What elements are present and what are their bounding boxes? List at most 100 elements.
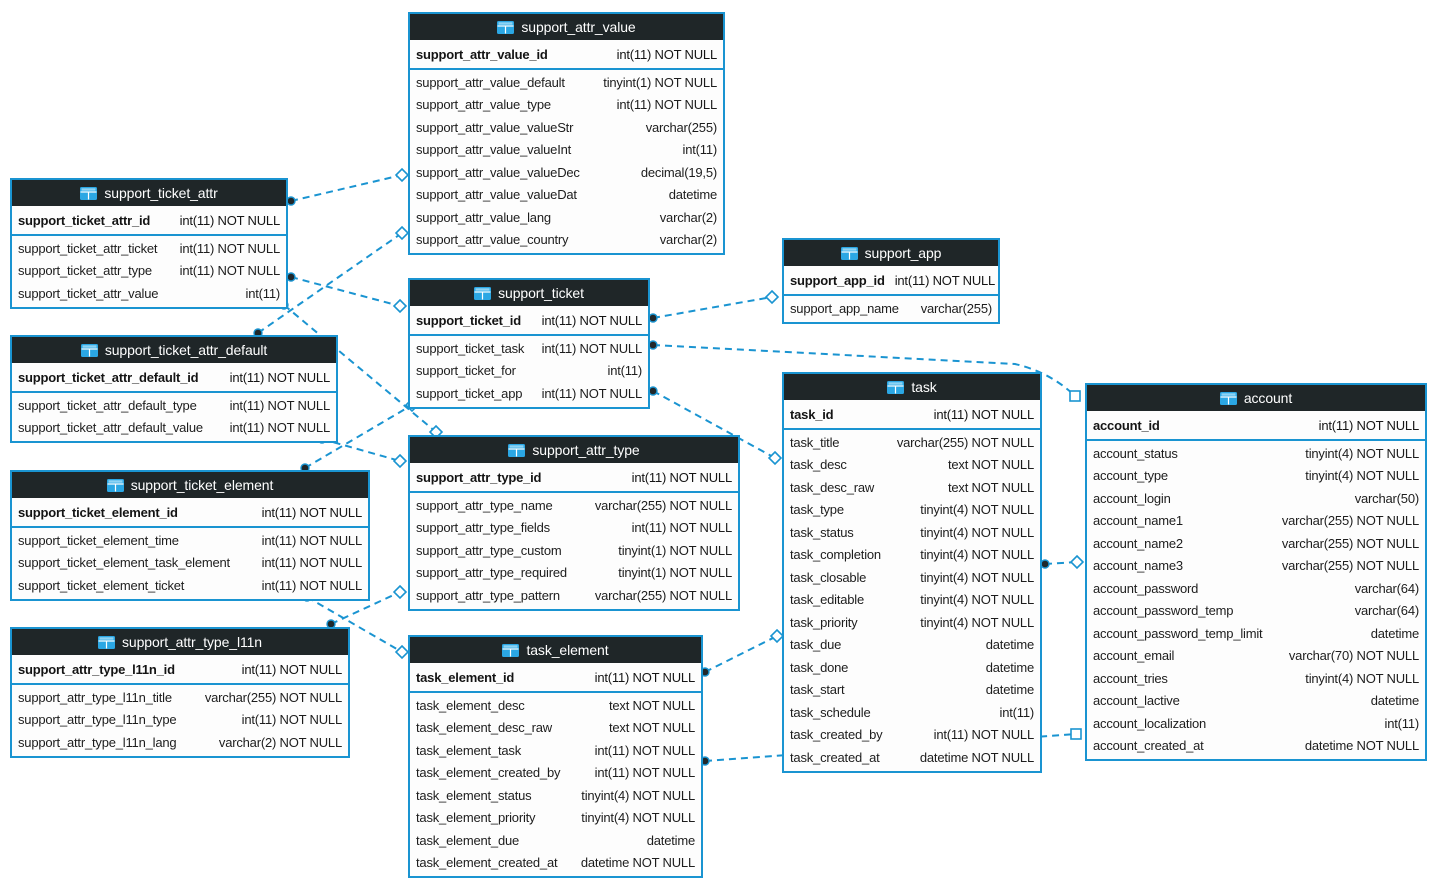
table-grid-icon xyxy=(508,443,526,457)
table-grid-icon xyxy=(80,343,98,357)
column-type: int(11) xyxy=(999,704,1035,720)
table-title: support_attr_type_l11n xyxy=(122,634,262,650)
table-header[interactable]: task xyxy=(784,374,1040,400)
column-name: support_attr_type_id xyxy=(416,469,542,485)
table-header[interactable]: support_attr_type_l11n xyxy=(12,629,348,655)
column-type: tinyint(4) NOT NULL xyxy=(1305,670,1419,686)
column-name: task_due xyxy=(790,637,842,653)
relationship-task_element-to-task[interactable] xyxy=(700,628,785,677)
column-type: varchar(2) xyxy=(659,209,717,225)
relationship-line[interactable] xyxy=(290,276,401,307)
table-header[interactable]: support_ticket_element xyxy=(12,472,368,498)
relationship-line[interactable] xyxy=(257,232,403,334)
column-type: int(11) NOT NULL xyxy=(179,240,281,256)
column-type: tinyint(1) NOT NULL xyxy=(603,74,717,90)
column-type: int(11) NOT NULL xyxy=(631,520,733,536)
column-name: task_element_priority xyxy=(416,810,536,826)
table-support_ticket_element[interactable]: support_ticket_element support_ticket_ele… xyxy=(10,470,370,601)
relationship-line[interactable] xyxy=(652,296,773,319)
relationship-support_ticket-to-account[interactable] xyxy=(648,340,1081,402)
column-type: text NOT NULL xyxy=(947,457,1034,473)
relationship-dot-endpoint xyxy=(648,313,658,323)
table-header[interactable]: support_ticket_attr xyxy=(12,180,286,206)
column-name: support_ticket_attr_type xyxy=(18,263,152,279)
relationship-line[interactable] xyxy=(283,304,437,433)
column-name: account_name3 xyxy=(1093,558,1183,574)
column-type: varchar(50) xyxy=(1354,490,1419,506)
table-title: support_app xyxy=(864,245,942,261)
column-type: tinyint(4) NOT NULL xyxy=(920,547,1034,563)
column-name: support_ticket_element_task_element xyxy=(18,555,230,571)
column-type: int(11) NOT NULL xyxy=(594,742,696,758)
relationship-diamond-endpoint xyxy=(394,167,410,183)
table-header[interactable]: support_ticket xyxy=(410,280,648,306)
table-grid-icon xyxy=(1219,391,1237,405)
column-type: int(11) xyxy=(607,363,643,379)
relationship-line[interactable] xyxy=(290,174,403,202)
table-header[interactable]: account xyxy=(1087,385,1425,411)
table-header[interactable]: support_attr_value xyxy=(410,14,723,40)
column-type: int(11) NOT NULL xyxy=(616,97,718,113)
column-name: task_type xyxy=(790,502,844,518)
relationship-line[interactable] xyxy=(304,404,413,469)
column-name: task_editable xyxy=(790,592,865,608)
relationship-line[interactable] xyxy=(704,635,778,673)
column-type: varchar(2) NOT NULL xyxy=(218,734,342,750)
column-type: datetime NOT NULL xyxy=(1304,738,1419,754)
column-name: account_status xyxy=(1093,445,1178,461)
table-support_attr_type_l11n[interactable]: support_attr_type_l11n support_attr_type_… xyxy=(10,627,350,758)
table-header[interactable]: support_attr_type xyxy=(410,437,738,463)
relationship-line[interactable] xyxy=(306,596,403,653)
column-name: account_name1 xyxy=(1093,513,1183,529)
relationship-line[interactable] xyxy=(330,591,401,625)
relationship-task-to-account[interactable] xyxy=(1040,554,1085,570)
column-name: support_ticket_element_ticket xyxy=(18,577,185,593)
relationship-diamond-endpoint xyxy=(767,450,783,466)
table-header[interactable]: task_element xyxy=(410,637,701,663)
column-name: task_element_created_by xyxy=(416,765,561,781)
table-title: support_ticket_element xyxy=(130,477,274,493)
relationship-support_ticket_attr-to-support_attr_value[interactable] xyxy=(286,167,410,206)
table-grid-icon xyxy=(106,478,124,492)
column-name: support_attr_type_l11n_type xyxy=(18,712,177,728)
relationship-dot-endpoint xyxy=(286,272,296,282)
column-type: tinyint(4) NOT NULL xyxy=(1305,468,1419,484)
relationship-support_ticket-to-support_app[interactable] xyxy=(648,289,780,323)
column-type: varchar(2) xyxy=(659,232,717,248)
column-name: account_password xyxy=(1093,580,1199,596)
table-title: account xyxy=(1243,390,1293,406)
column-type: int(11) xyxy=(245,285,281,301)
table-header[interactable]: support_ticket_attr_default xyxy=(12,337,336,363)
column-name: support_attr_type_fields xyxy=(416,520,550,536)
relationship-diamond-endpoint xyxy=(392,584,408,600)
relationship-support_ticket_attr-to-support_ticket[interactable] xyxy=(286,272,408,314)
column-name: support_attr_type_l11n_id xyxy=(18,661,175,677)
table-header[interactable]: support_app xyxy=(784,240,998,266)
table-grid-icon xyxy=(887,380,905,394)
